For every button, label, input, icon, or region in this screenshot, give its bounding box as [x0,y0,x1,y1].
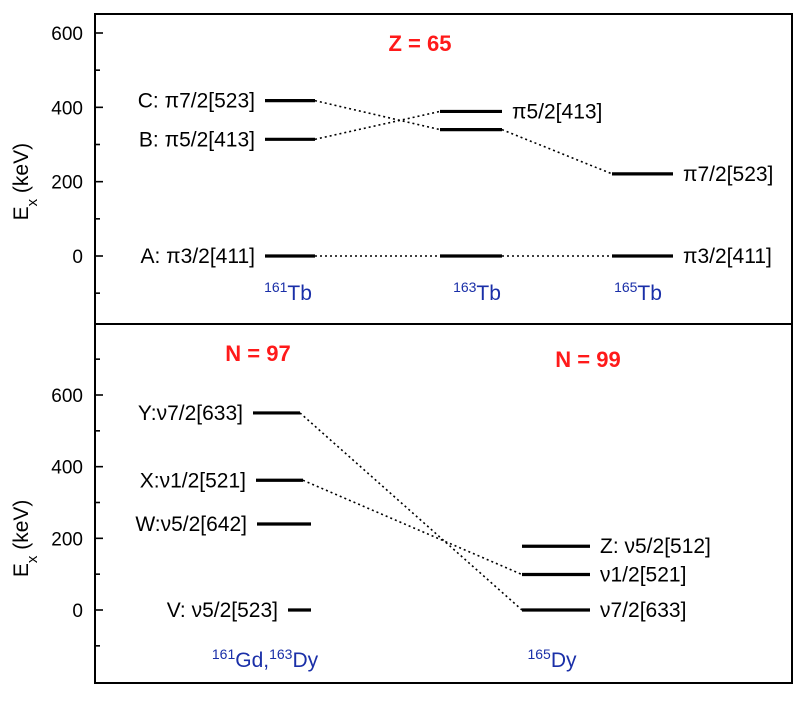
panel-title: N = 97 [225,341,290,366]
level-label-Y97: Y:ν7/2[633] [138,402,243,425]
level-label-C161: C: π7/2[523] [138,90,255,113]
level-label-A161: A: π3/2[411] [140,245,255,268]
level-label-C165: π7/2[523] [683,163,773,186]
level-label-Y99: ν7/2[633] [600,599,686,622]
panel-n97-n99: 0 200 400 600 Ex (keV) N = 97 N = 99 V: ν5/2[52… [10,341,711,672]
y-tick-label: 200 [51,529,83,550]
level-label-A165: π3/2[411] [683,245,772,268]
y-axis-label: Ex (keV) [10,143,41,221]
y-axis-label: Ex (keV) [10,500,41,578]
nucleus-label: 165Dy [527,646,577,672]
nucleus-label: 165Tb [614,279,662,305]
plot-frame [94,13,793,684]
level-label-X99: ν1/2[521] [600,564,686,587]
level-connector [302,479,523,576]
level-label-W97: W:ν5/2[642] [135,513,247,536]
level-connector [299,412,523,611]
level-label-B161: B: π5/2[413] [139,128,255,151]
panel-title: Z = 65 [389,31,452,56]
y-tick-label: 600 [51,386,83,407]
y-tick-label: 400 [51,458,83,479]
level-connector [501,128,613,175]
panel-z65: 0 200 400 600 Ex (keV) Z = 65 A: π3/2[411] B: π… [10,24,773,305]
nucleus-label: 161Tb [264,279,312,305]
y-tick-label: 0 [72,247,83,268]
y-tick-label: 0 [72,601,83,622]
y-tick-label: 600 [51,24,83,45]
y-tick-label: 400 [51,98,83,119]
nucleus-label: 161Gd,163Dy [212,646,319,672]
level-connector [314,110,441,141]
level-label-B163: π5/2[413] [512,100,602,123]
level-label-V97: V: ν5/2[523] [167,599,278,622]
level-label-Z99: Z: ν5/2[512] [600,535,711,558]
y-tick-label: 200 [51,173,83,194]
level-label-X97: X:ν1/2[521] [140,469,246,492]
panel-title: N = 99 [555,347,620,372]
level-connector [314,99,441,131]
nucleus-label: 163Tb [453,279,501,305]
